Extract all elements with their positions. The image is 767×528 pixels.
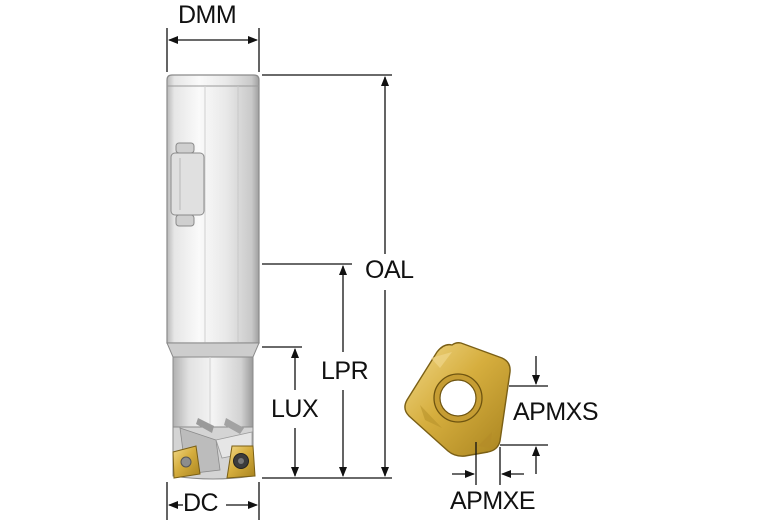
tool-shank [166, 74, 260, 344]
dmm-label: DMM [178, 1, 237, 29]
insert-detail [404, 342, 511, 457]
lux-label: LUX [271, 395, 319, 423]
tool-insert-right [226, 445, 256, 479]
tool-neck [172, 356, 254, 428]
end-mill-tool [166, 74, 260, 480]
dimension-lines [166, 28, 392, 520]
dc-label: DC [183, 489, 219, 517]
tool-insert-left [172, 445, 201, 479]
tool-shoulder [166, 342, 260, 358]
lpr-label: LPR [321, 357, 369, 385]
insert-dimension-lines [452, 356, 548, 485]
apmxs-label: APMXS [513, 398, 599, 426]
oal-label: OAL [365, 256, 414, 284]
shank-clamp-flat [170, 142, 205, 227]
apmxe-label: APMXE [450, 487, 536, 515]
